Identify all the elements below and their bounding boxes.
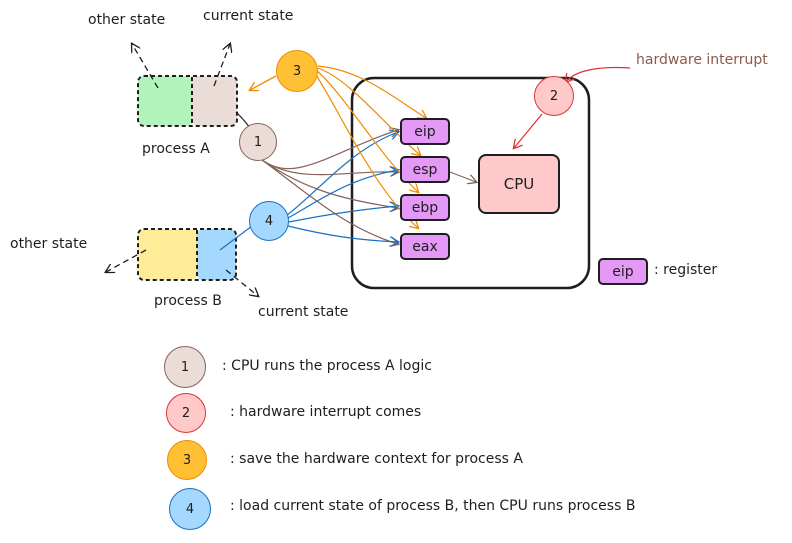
process-b-label: process B: [154, 293, 222, 309]
process-a-label: process A: [142, 141, 210, 157]
arrow-to-current-state-b: [225, 269, 258, 296]
step-3-circle: 3: [276, 50, 318, 92]
arrow-interrupt-to-step2: [566, 66, 631, 82]
legend-4-text: : load current state of process B, then …: [230, 498, 636, 514]
step-2-circle: 2: [534, 76, 574, 116]
current-state-b-label: current state: [258, 304, 349, 320]
legend-1-text: : CPU runs the process A logic: [222, 358, 432, 374]
legend-3-circle: 3: [167, 440, 207, 480]
register-ebp: ebp: [400, 194, 450, 221]
process-a-outline: [137, 75, 238, 127]
arrow-step3-to-process-a: [250, 75, 277, 90]
legend-3-text: : save the hardware context for process …: [230, 451, 523, 467]
process-b-other-state-box: [138, 229, 197, 280]
register-eax: eax: [400, 233, 450, 260]
register-key-text: : register: [654, 262, 718, 278]
register-eip: eip: [400, 118, 450, 145]
arrow-to-other-state-b: [106, 249, 147, 272]
arrow-step1-to-eip: [261, 130, 398, 170]
arrow-step1-to-eax: [261, 159, 398, 244]
arrow-step2-to-cpu: [514, 113, 543, 148]
arrow-step1-to-esp: [261, 159, 398, 175]
cpu-box: CPU: [478, 154, 560, 214]
arrow-esp-to-cpu: [449, 171, 476, 182]
register-esp: esp: [400, 156, 450, 183]
arrow-step4-to-esp: [287, 170, 398, 219]
arrow-step4-to-eip: [285, 132, 398, 217]
legend-4-circle: 4: [169, 488, 211, 530]
step-4-circle: 4: [249, 201, 289, 241]
process-a-current-state-box: [192, 76, 237, 126]
register-key-box: eip: [598, 258, 648, 285]
legend-1-circle: 1: [164, 346, 206, 388]
arrow-step4-to-ebp: [288, 206, 398, 223]
step-1-circle: 1: [239, 123, 277, 161]
arrow-step3-to-eip: [317, 65, 426, 118]
process-b-current-state-box: [197, 229, 236, 280]
legend-2-text: : hardware interrupt comes: [230, 404, 422, 420]
process-b-outline: [137, 228, 237, 281]
other-state-b-label: other state: [10, 236, 88, 252]
arrow-to-other-state-a: [132, 44, 159, 89]
arrow-to-current-state-a: [213, 44, 230, 87]
arrow-step1-to-ebp: [261, 159, 398, 208]
arrow-step4-to-eax: [287, 225, 398, 242]
other-state-a-label: other state: [88, 12, 166, 28]
process-a-other-state-box: [138, 76, 192, 126]
hardware-interrupt-label: hardware interrupt: [636, 52, 768, 68]
connector-step4-to-process-b: [219, 225, 253, 251]
legend-2-circle: 2: [166, 393, 206, 433]
current-state-a-label: current state: [203, 8, 294, 24]
